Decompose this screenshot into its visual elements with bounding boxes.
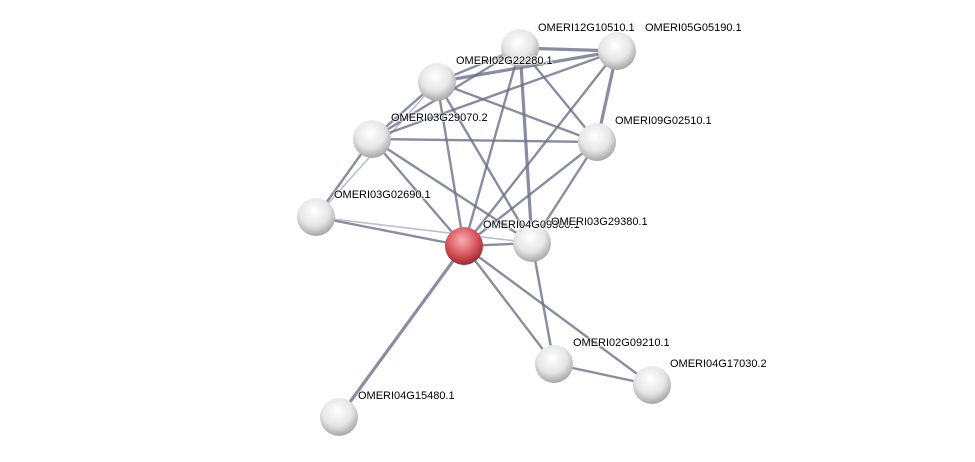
node-n02G09210[interactable] [535,345,573,383]
node-label: OMERI05G05190.1 [645,22,742,34]
node-label: OMERI04G15480.1 [358,390,455,402]
node-n03G29380[interactable] [513,224,551,262]
edge-n02G22280-n03G29380[interactable] [435,81,534,244]
node-label: OMERI04G09300.1 [483,219,580,231]
node-n02G22280[interactable] [418,63,456,101]
node-label: OMERI03G29380.1 [551,216,648,228]
node-n03G29070[interactable] [353,120,391,158]
node-n12G10510[interactable] [501,29,539,67]
node-center[interactable] [445,227,483,265]
edges-layer [315,46,653,418]
node-n03G02690[interactable] [297,198,335,236]
nodes-layer: OMERI04G09300.1 OMERI12G10510.1 OMERI05G05… [297,21,768,436]
edge-n09G02510-n03G29380[interactable] [530,141,599,244]
node-n04G15480[interactable] [320,398,358,436]
edge-n02G22280-n09G02510[interactable] [436,80,598,144]
edge-center-n04G17030[interactable] [463,245,653,386]
edge-n12G10510-n09G02510[interactable] [519,47,598,143]
node-label: OMERI02G09210.1 [573,337,670,349]
node-label: OMERI12G10510.1 [538,22,635,34]
node-label: OMERI03G29070.2 [391,112,488,124]
edge-n03G29070-n03G29380[interactable] [371,137,533,245]
edge-n02G22280-n05G05190[interactable] [436,49,618,84]
edge-n03G02690-n03G29380[interactable] [315,216,533,244]
node-label: OMERI02G22280.1 [456,55,553,67]
node-n09G02510[interactable] [578,123,616,161]
edge-center-n02G09210[interactable] [463,245,555,365]
node-label: OMERI03G02690.1 [334,189,431,201]
edge-n03G29380-n02G09210[interactable] [530,242,556,365]
edge-n05G05190-center[interactable] [463,50,618,247]
edge-n12G10510-n03G29380[interactable] [518,47,534,244]
edge-center-n04G15480[interactable] [337,245,466,418]
edge-n09G02510-center[interactable] [463,141,598,247]
node-label: OMERI09G02510.1 [615,115,712,127]
edge-n03G29070-n09G02510[interactable] [371,137,598,144]
edge-n02G22280-center[interactable] [435,81,466,247]
edge-n12G10510-center[interactable] [462,47,522,247]
edge-n05G05190-n03G29070[interactable] [371,49,618,141]
edge-n03G29070-center[interactable] [371,138,465,247]
edge-n03G02690-center[interactable] [315,215,465,248]
node-label: OMERI04G17030.2 [670,358,767,370]
node-n04G17030[interactable] [633,366,671,404]
node-n05G05190[interactable] [598,32,636,70]
